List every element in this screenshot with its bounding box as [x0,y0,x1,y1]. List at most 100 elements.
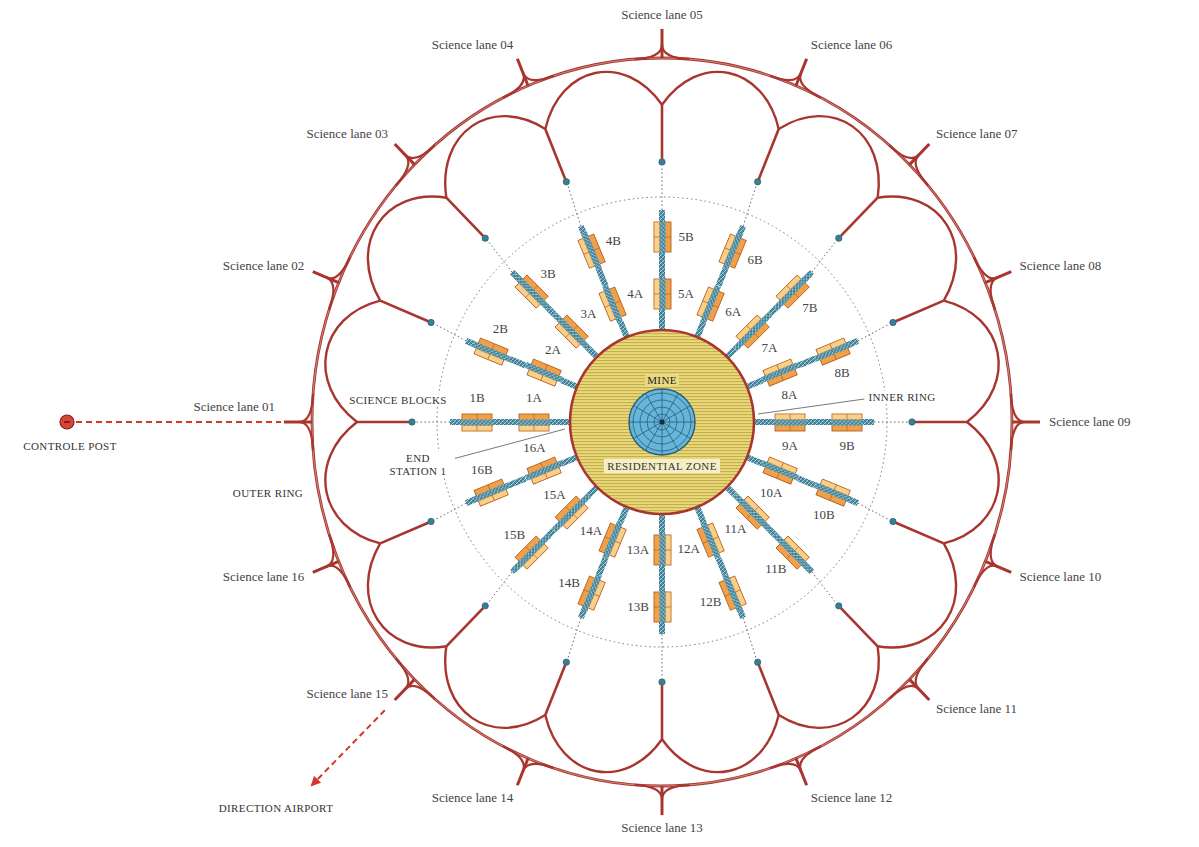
lane-junction [327,534,334,566]
science-block: 5B [653,221,672,253]
service-road-loop [878,543,956,647]
service-road-loop [368,197,446,301]
mine-web-spoke [646,393,663,422]
lane-road [759,129,779,179]
track-line [659,566,665,591]
label-holder: OUTER RING [232,487,304,500]
footpath [488,572,512,603]
block-label: 3A [581,307,597,322]
lane-label: Science lane 01 [192,400,276,415]
block-outline [653,278,672,310]
science-block: 14A [598,522,627,558]
block-label: 1A [526,391,542,406]
block-label: 8B [835,366,850,381]
track-line [659,253,665,278]
science-block: 2B [473,337,509,366]
label-holder: Science lane 07 [935,127,1019,142]
label-holder: Science lane 11 [935,702,1018,717]
block-label: 2A [545,343,561,358]
lane-end-dot [754,179,760,185]
science-block: 7A [735,314,770,349]
science-block: 4B [577,233,606,269]
science-block: 6B [718,233,747,269]
label-holder: Science lane 02 [222,259,306,274]
block-body [719,576,746,610]
track-through-block [606,286,621,322]
block-outline [815,478,851,507]
block-label: 5A [678,287,694,302]
track-line [599,269,606,285]
track-line [770,309,775,314]
lane-junction [503,73,524,97]
lane-label: Science lane 05 [620,8,704,23]
label-holder: END STATION 1 [384,452,452,477]
block-body [654,592,671,622]
block-label: 13A [627,543,649,558]
map-label: CONTROLE POST [22,440,118,453]
mine-web-spoke [662,422,663,455]
block-label: 11B [765,562,786,577]
lane-label: Science lane 13 [620,821,704,836]
dotted-boundary [437,197,887,647]
mine-web-spoke [662,422,691,439]
lane-road [380,523,428,544]
block-outline [653,534,672,566]
track-through-block [659,534,665,566]
lane-label: Science lane 02 [222,259,306,274]
mine-web-spoke [633,422,662,439]
lane-end-dot [890,319,896,325]
science-block: 3B [514,274,549,309]
label-holder: Science lane 05 [620,8,704,23]
lane-end-dot [482,235,488,241]
lane-junction [1011,393,1025,422]
track-line [806,419,831,425]
lane-label: Science lane 03 [305,127,389,142]
lane-road [841,608,878,646]
lane-junction [635,785,662,800]
lane-road [395,144,415,165]
block-outline [696,286,725,322]
block-body [578,234,605,268]
science-block: 9B [831,413,863,432]
lane-label: Science lane 06 [810,38,894,53]
map-label: INNER RING [867,391,936,404]
mine-web-spoke [662,393,679,422]
lane-end-dot [563,179,569,185]
track-line [562,457,577,463]
label-holder: INNER RING [867,391,936,404]
lane-junction [405,145,434,158]
track-line [697,507,703,522]
mine-outline [627,387,697,457]
lane-end-dot [482,603,488,609]
label-holder: Science lane 15 [305,687,389,702]
lane-junction [327,566,351,588]
science-block: 12A [696,522,725,558]
track-line [621,322,627,337]
footpath [858,324,889,341]
lane-junction [974,257,998,279]
service-road-loop [944,301,999,422]
service-road-loop [325,422,380,543]
track-line [747,381,762,387]
track-through-block [584,233,599,269]
track-through-block [473,344,509,359]
science-block: 1A [518,413,550,432]
track-through-block [762,366,798,381]
track-line [550,419,570,425]
lane-junction [523,73,554,80]
lane-junction [523,764,554,771]
track-through-block [473,485,509,500]
block-outline [473,478,509,507]
track-line [549,530,554,535]
science-block: 13B [653,591,672,623]
footpath [874,422,908,423]
footpath [568,186,581,227]
block-outline [718,233,747,269]
lane-road [661,786,664,815]
lane-end-dot [659,159,665,165]
track-line [493,419,518,425]
access-road [76,421,281,423]
label-holder: CONTROLE POST [22,440,118,453]
